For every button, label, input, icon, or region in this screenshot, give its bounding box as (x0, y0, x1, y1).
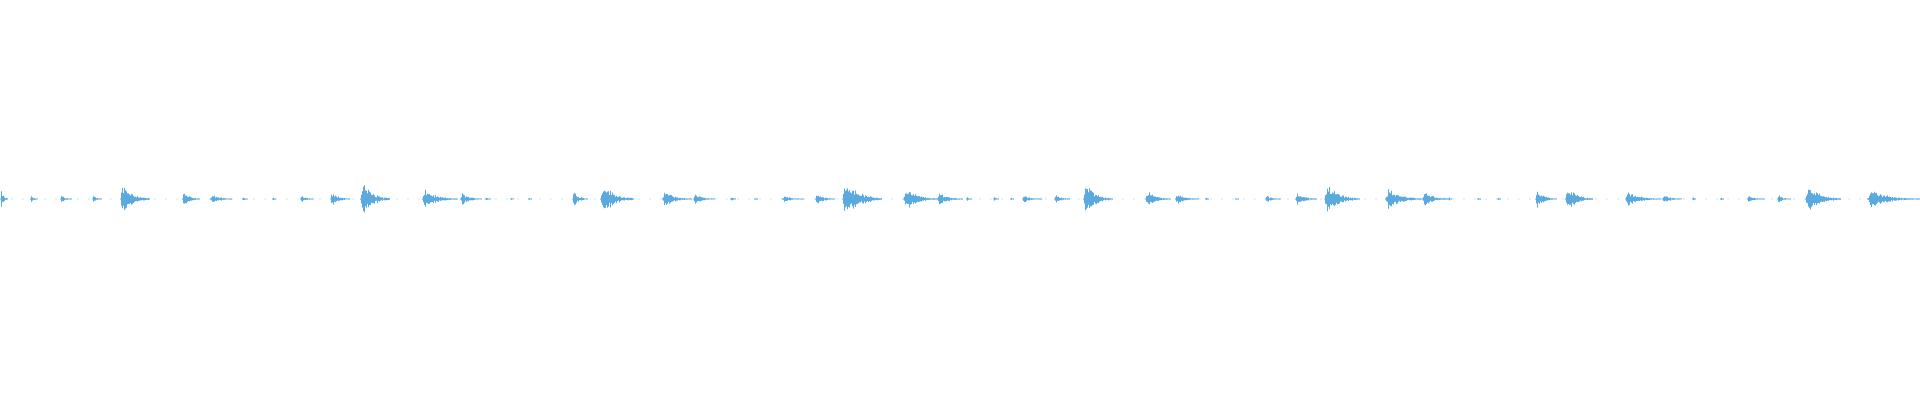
waveform-lines (0, 185, 1920, 213)
